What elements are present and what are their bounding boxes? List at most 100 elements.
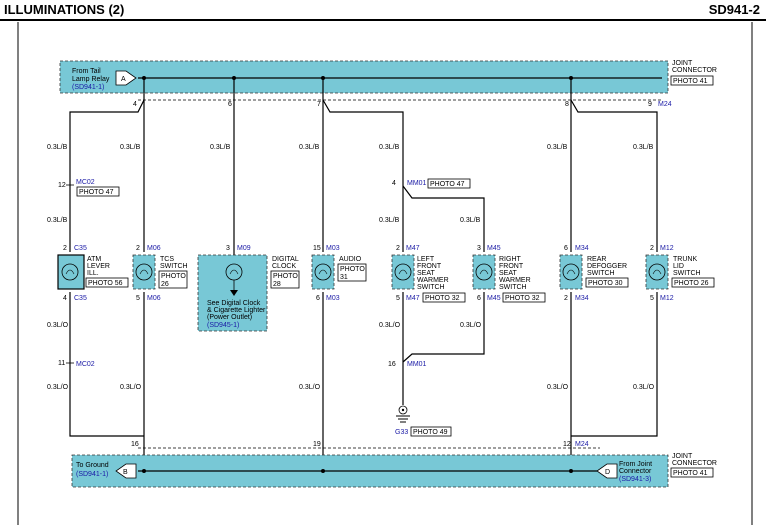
trunk-name-3: SWITCH [673,270,701,277]
wire-lfs-top [322,99,404,252]
mm01-photo: PHOTO 47 [430,181,465,188]
m34-pin-6: 6 [564,245,568,252]
wire-label: 0.3L/O [120,384,142,391]
m12-bottom: M12 [660,295,674,302]
rdf-photo: PHOTO 30 [588,280,623,287]
m03-pin-6: 6 [316,295,320,302]
audio: 15 M03 6 M03 AUDIO PHOTO 31 [311,245,367,302]
lfs-name-5: SWITCH [417,284,445,291]
pin-6: 6 [228,101,232,108]
wire-label: 0.3L/O [47,384,69,391]
bottom-bus-nodes [142,469,573,473]
arrow-a-letter: A [121,76,126,83]
mm01-bottom: MM01 [407,361,427,368]
m12-pin-5: 5 [650,295,654,302]
c35-top: C35 [74,245,87,252]
mm01-top: MM01 [407,180,427,187]
mc02-top: MC02 [76,179,95,186]
lfs-name-3: SEAT [417,270,435,277]
mc02-photo-box [76,186,120,197]
joint-conn-text-1: From Joint [619,461,652,468]
clock-note-3: (Power Outlet) [207,314,252,321]
m45-top: M45 [487,245,501,252]
to-ground-text: To Ground [76,462,109,469]
top-joint-photo-box [670,75,714,86]
bulb-icon [135,263,153,281]
connector-arrow-a-icon [115,70,137,86]
mm01-pin-16: 16 [388,361,396,368]
wire-label: 0.3L/O [633,384,655,391]
wire-label: 0.3L/B [120,144,141,151]
audio-photo-box [337,263,367,282]
m12-pin-2: 2 [650,245,654,252]
wire-trunk-top [570,99,658,252]
wire-label: 0.3L/O [460,322,482,329]
trunk-lid-switch: 2 M12 5 M12 TRUNK LID SWITCH PHOTO 26 [645,245,715,302]
m47-bottom: M47 [406,295,420,302]
rfs-name-4: WARMER [499,277,531,284]
tcs-name-1: TCS [160,256,174,263]
c35-pin-2: 2 [63,245,67,252]
connector-arrow-d-icon [596,463,618,479]
clock-note-ref: (SD945-1) [207,322,239,329]
trunk-name-2: LID [673,263,684,270]
atm-photo-box [85,277,129,288]
clock-photo-1: PHOTO [273,273,298,280]
m06-pin-5: 5 [136,295,140,302]
rdf-name-3: SWITCH [587,270,615,277]
rdf-name-1: REAR [587,256,606,263]
m45-pin-3: 3 [477,245,481,252]
connector-arrow-b-icon [115,463,137,479]
m03-pin-15: 15 [313,245,321,252]
tcs-switch: 2 M06 5 M06 TCS SWITCH PHOTO 26 [132,245,188,302]
top-m24: M24 [658,101,672,108]
joint-conn-text-2: Connector [619,468,652,475]
wire-label: 0.3L/B [299,144,320,151]
mm01-pin-4: 4 [392,180,396,187]
audio-photo-2: 31 [340,274,348,281]
wire-atm-bottom [69,292,144,437]
atm-name-3: ILL. [87,270,99,277]
top-joint-connector [59,60,669,94]
clock-photo-2: 28 [273,281,281,288]
digital-clock: 3 M09 See Digital Clock & Cigarette Ligh… [197,245,300,332]
m45-pin-6: 6 [477,295,481,302]
bulb-icon [225,263,243,281]
audio-photo-1: PHOTO [340,266,365,273]
joint-conn-ref: (SD941-3) [619,476,651,483]
bottom-joint-photo: PHOTO 41 [673,470,708,477]
mm01-photo-box [427,178,471,189]
clock-photo-box [270,270,300,289]
node [569,469,573,473]
c35-pin-4: 4 [63,295,67,302]
tail-relay-text-1: From Tail [72,68,101,75]
clock-name-1: DIGITAL [272,256,299,263]
rdf-photo-box [585,277,629,288]
arrow-d-letter: D [605,469,610,476]
tcs-name-2: SWITCH [160,263,188,270]
g33-photo: PHOTO 49 [413,429,448,436]
mc02-bottom: MC02 [76,361,95,368]
m45-bottom: M45 [487,295,501,302]
bulb-icon [61,263,79,281]
wire-trunk-bottom [571,292,658,437]
wire-label: 0.3L/B [379,144,400,151]
node [321,469,325,473]
pin-16: 16 [131,441,139,448]
m06-bottom: M06 [147,295,161,302]
node [142,469,146,473]
rfs-name-3: SEAT [499,270,517,277]
wire-rfs-top [402,185,485,252]
bulb-icon [314,263,332,281]
m06-pin-2: 2 [136,245,140,252]
ground-g33: G33 [395,429,408,436]
arrow-b-letter: B [123,469,128,476]
wire-label: 0.3L/B [547,144,568,151]
rfs-photo-box [502,292,546,303]
lfs-photo: PHOTO 32 [425,295,460,302]
mc02-pin-12: 12 [58,182,66,189]
lfs-name-2: FRONT [417,263,442,270]
tcs-photo-1: PHOTO [161,273,186,280]
